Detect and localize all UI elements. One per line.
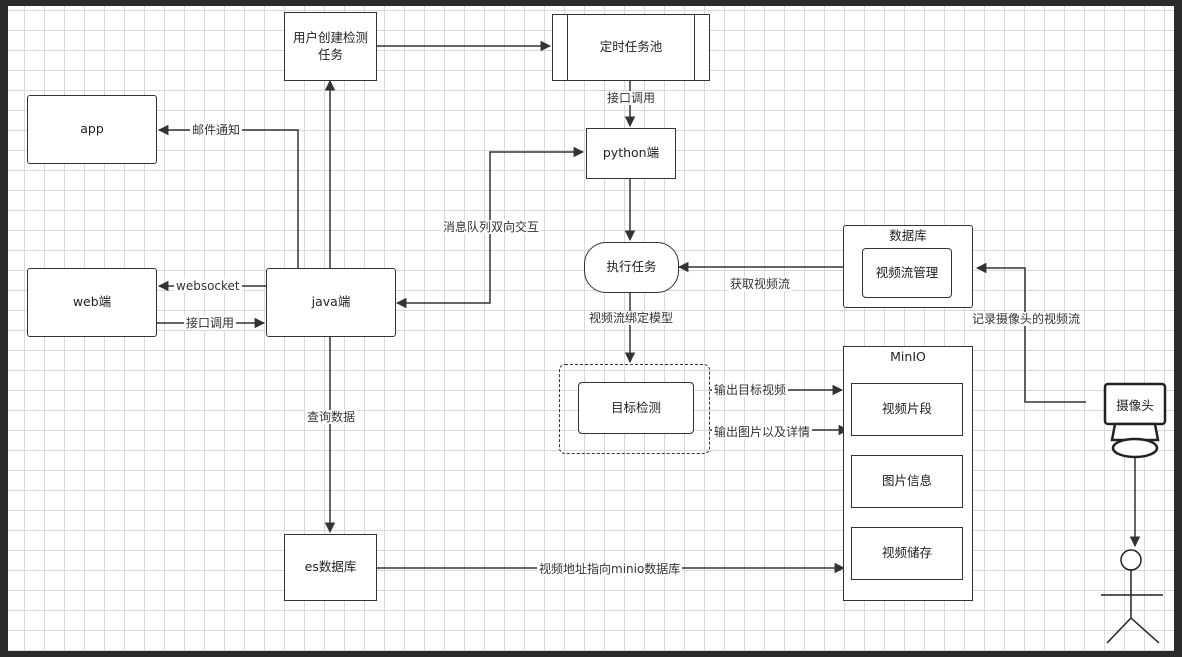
es-db-node[interactable]: es数据库 — [284, 534, 377, 601]
label-bind-model: 视频流绑定模型 — [587, 311, 676, 325]
connector-layer — [157, 40, 1167, 644]
timer-pool-node[interactable]: 定时任务池 — [552, 14, 710, 81]
timer-pool-left-bar — [567, 15, 568, 80]
label-get-stream: 获取视频流 — [728, 277, 793, 291]
edge-java-to-app — [157, 124, 299, 268]
label-record-stream: 记录摄像头的视频流 — [970, 312, 1083, 326]
app-label: app — [80, 121, 104, 137]
java-label: java端 — [311, 294, 351, 310]
label-mail-notify: 邮件通知 — [190, 123, 243, 137]
detection-group — [559, 364, 710, 454]
diagram-canvas: 用户创建检测 任务 定时任务池 app python端 web端 java端 执… — [8, 6, 1174, 651]
stream-mgmt-node[interactable]: 视频流管理 — [862, 248, 952, 298]
timer-pool-right-bar — [694, 15, 695, 80]
exec-task-node[interactable]: 执行任务 — [584, 242, 679, 293]
web-node[interactable]: web端 — [27, 268, 157, 337]
app-node[interactable]: app — [27, 95, 157, 164]
label-api-call-web: 接口调用 — [184, 316, 237, 330]
video-clip-node[interactable]: 视频片段 — [851, 383, 963, 436]
python-label: python端 — [602, 145, 660, 161]
video-clip-label: 视频片段 — [881, 401, 932, 417]
es-db-label: es数据库 — [304, 559, 357, 575]
label-api-call-pool: 接口调用 — [605, 91, 658, 105]
label-query-data: 查询数据 — [305, 410, 358, 424]
database-title: 数据库 — [889, 228, 927, 243]
label-websocket: websocket — [174, 279, 242, 293]
label-output-video: 输出目标视频 — [712, 383, 789, 397]
label-output-images: 输出图片以及详情 — [712, 425, 813, 439]
timer-pool-label: 定时任务池 — [599, 39, 663, 55]
stream-mgmt-label: 视频流管理 — [875, 264, 939, 280]
python-node[interactable]: python端 — [586, 128, 676, 179]
exec-task-label: 执行任务 — [606, 259, 657, 275]
minio-node[interactable]: MinIO 视频片段 图片信息 视频储存 — [843, 346, 973, 601]
label-mq-bidirectional: 消息队列双向交互 — [441, 220, 542, 234]
web-label: web端 — [72, 294, 112, 310]
edge-camera-to-db — [975, 262, 1086, 403]
person-icon — [1101, 549, 1163, 644]
image-info-label: 图片信息 — [881, 473, 932, 489]
video-storage-label: 视频储存 — [881, 545, 932, 561]
camera-icon — [1103, 382, 1167, 459]
video-storage-node[interactable]: 视频储存 — [851, 527, 963, 580]
database-node[interactable]: 数据库 视频流管理 — [843, 225, 973, 308]
image-info-node[interactable]: 图片信息 — [851, 455, 963, 508]
label-video-address: 视频地址指向minio数据库 — [537, 562, 683, 576]
java-node[interactable]: java端 — [266, 268, 396, 337]
camera-label: 摄像头 — [1116, 397, 1154, 413]
create-task-node[interactable]: 用户创建检测 任务 — [284, 12, 377, 81]
detection-node[interactable]: 目标检测 — [578, 382, 694, 434]
minio-title: MinIO — [890, 349, 926, 364]
detection-label: 目标检测 — [610, 399, 661, 415]
create-task-label: 用户创建检测 任务 — [292, 29, 368, 62]
